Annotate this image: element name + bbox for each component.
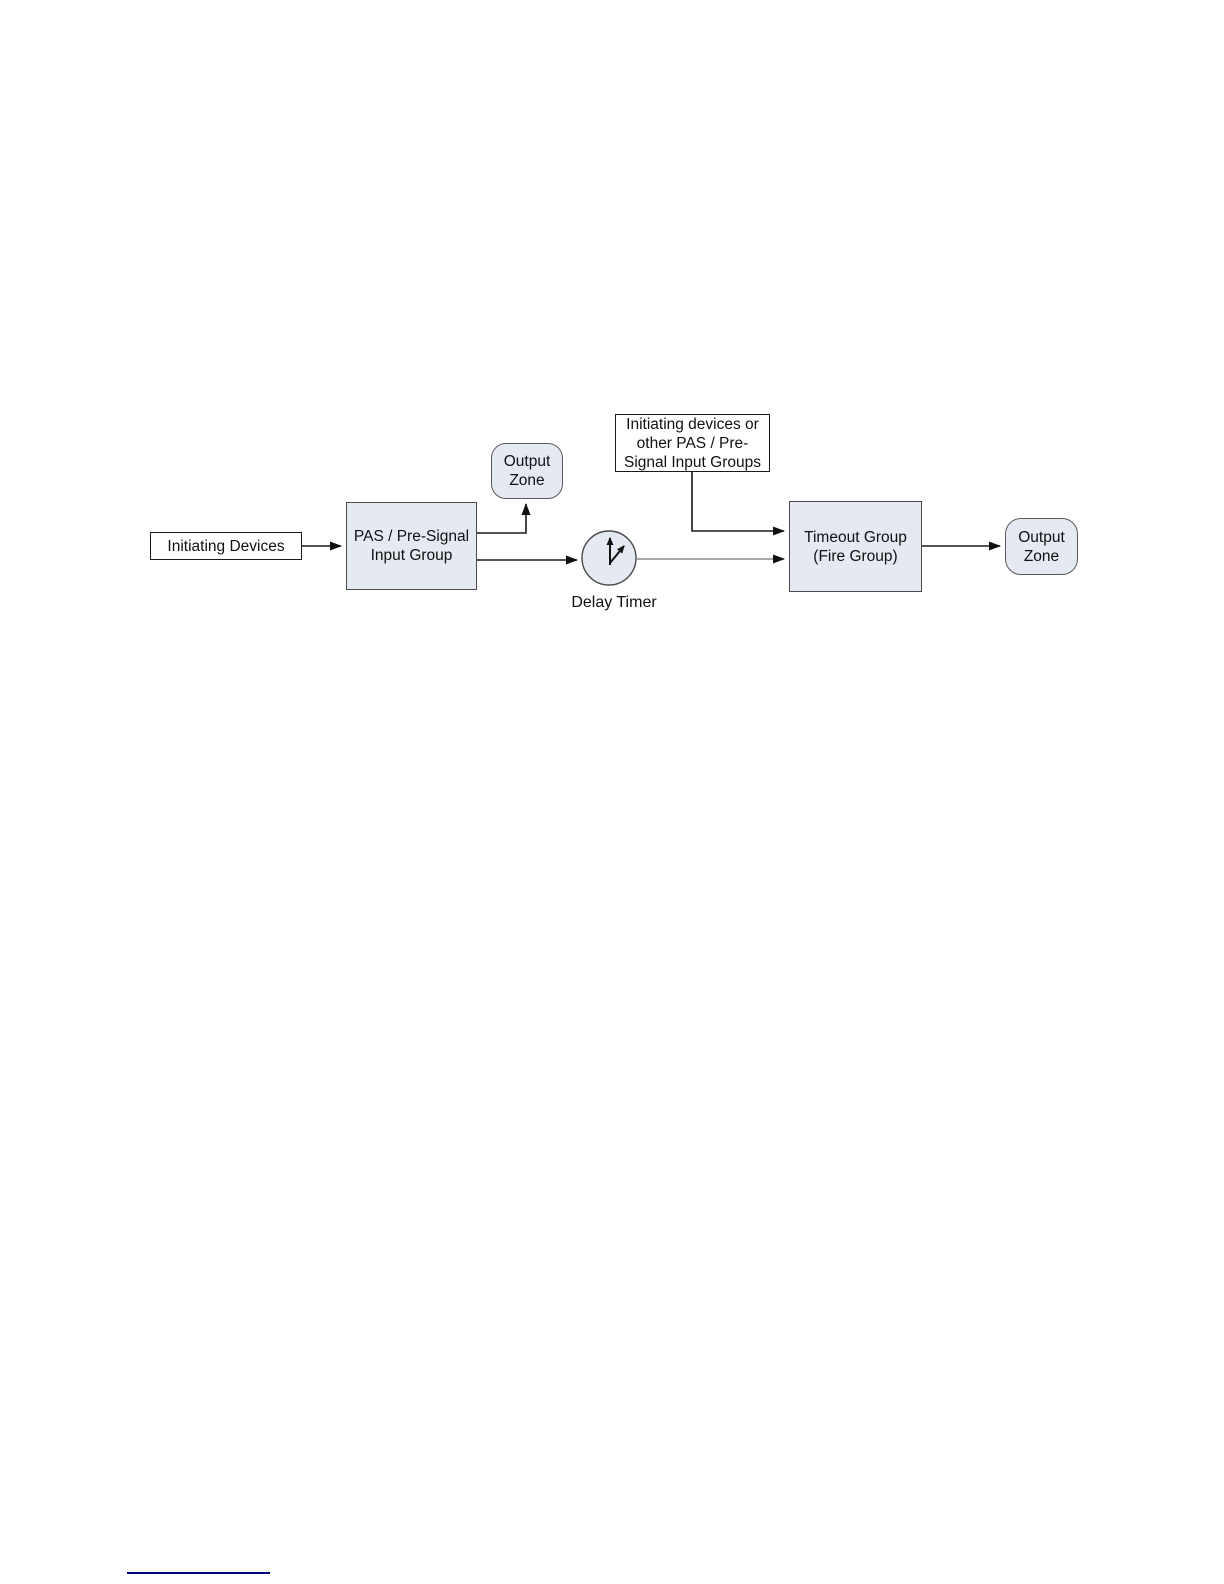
- footnote-rule: [127, 1572, 270, 1574]
- output-zone-right-box: Output Zone: [1005, 518, 1078, 575]
- output-zone-top-box: Output Zone: [491, 443, 563, 499]
- clock-hand-diagonal: [609, 545, 625, 564]
- connector-pas-to-output-zone: [477, 503, 531, 534]
- initiating-devices-box: Initiating Devices: [150, 532, 302, 560]
- pas-pre-signal-input-group-box: PAS / Pre-Signal Input Group: [346, 502, 477, 590]
- connector-note-to-timeout: [691, 472, 785, 536]
- external-inputs-note-box: Initiating devices or other PAS / Pre- S…: [615, 414, 770, 472]
- delay-timer-label: Delay Timer: [571, 593, 657, 611]
- timeout-group-box: Timeout Group (Fire Group): [789, 501, 922, 592]
